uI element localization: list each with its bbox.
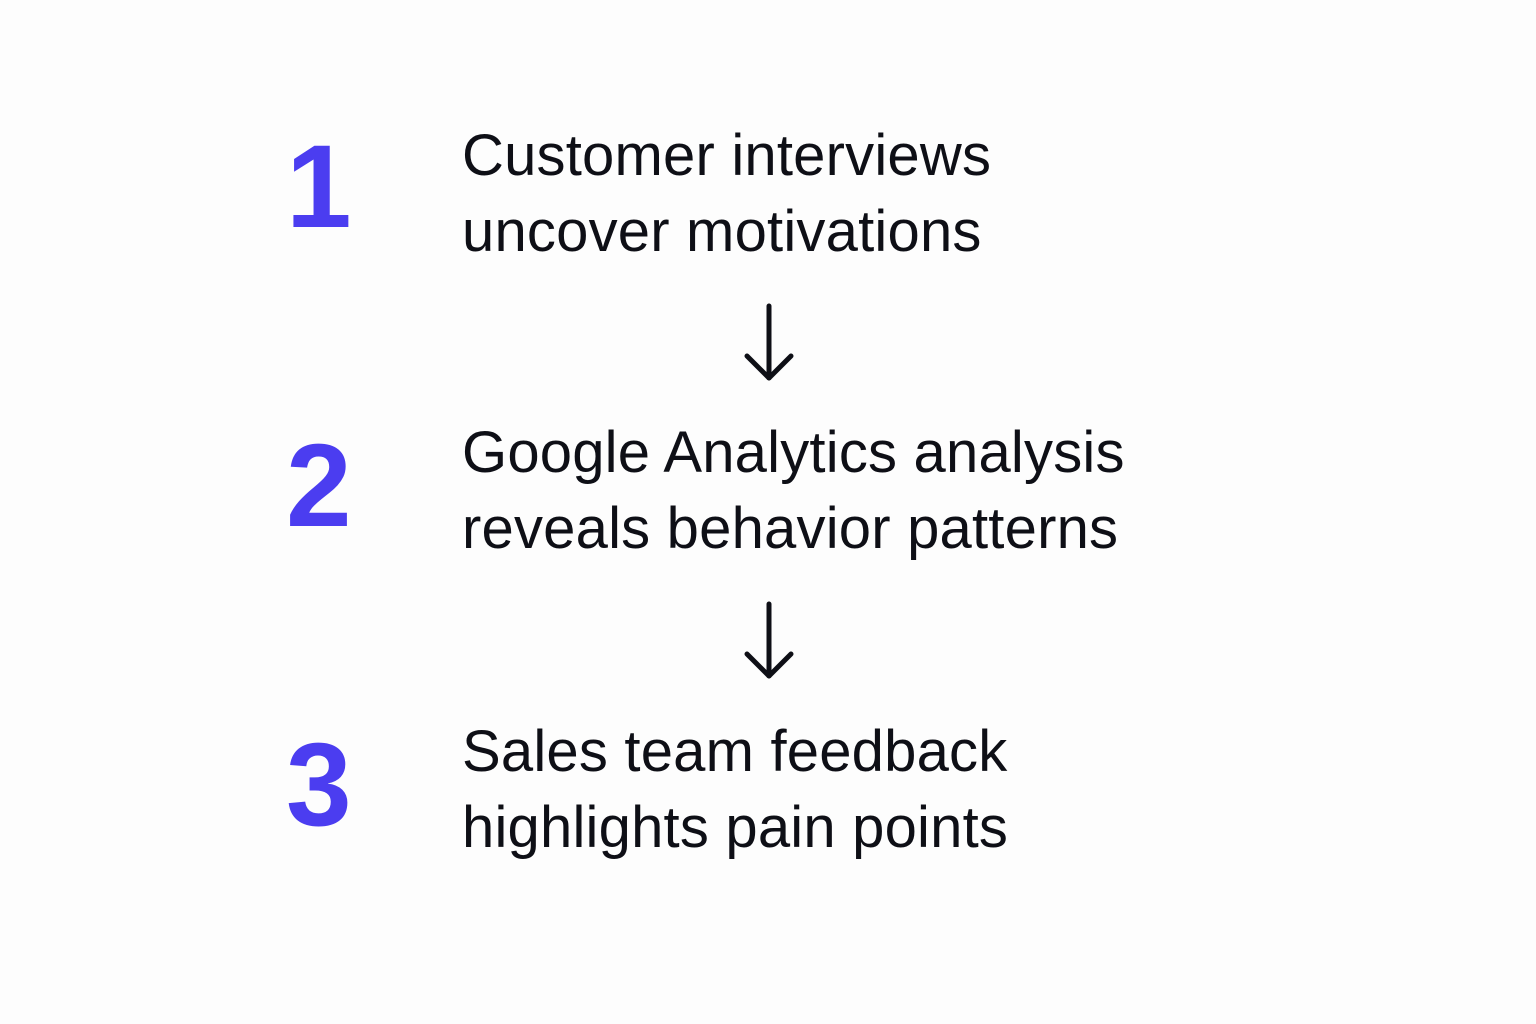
step-line-2: highlights pain points <box>462 795 1009 860</box>
arrow-down-icon <box>740 600 798 680</box>
step-line-1: Customer interviews <box>462 123 992 188</box>
step-number: 2 <box>286 420 352 552</box>
step-line-1: Sales team feedback <box>462 719 1008 784</box>
step-text: Customer interviews uncover motivations <box>462 118 991 270</box>
arrow-down-icon <box>740 302 798 382</box>
step-line-1: Google Analytics analysis <box>462 420 1125 485</box>
step-text: Google Analytics analysis reveals behavi… <box>462 415 1125 567</box>
step-number: 1 <box>286 121 352 253</box>
step-line-2: reveals behavior patterns <box>462 496 1119 561</box>
step-text: Sales team feedback highlights pain poin… <box>462 714 1008 866</box>
step-number: 3 <box>286 719 352 851</box>
step-line-2: uncover motivations <box>462 199 982 264</box>
